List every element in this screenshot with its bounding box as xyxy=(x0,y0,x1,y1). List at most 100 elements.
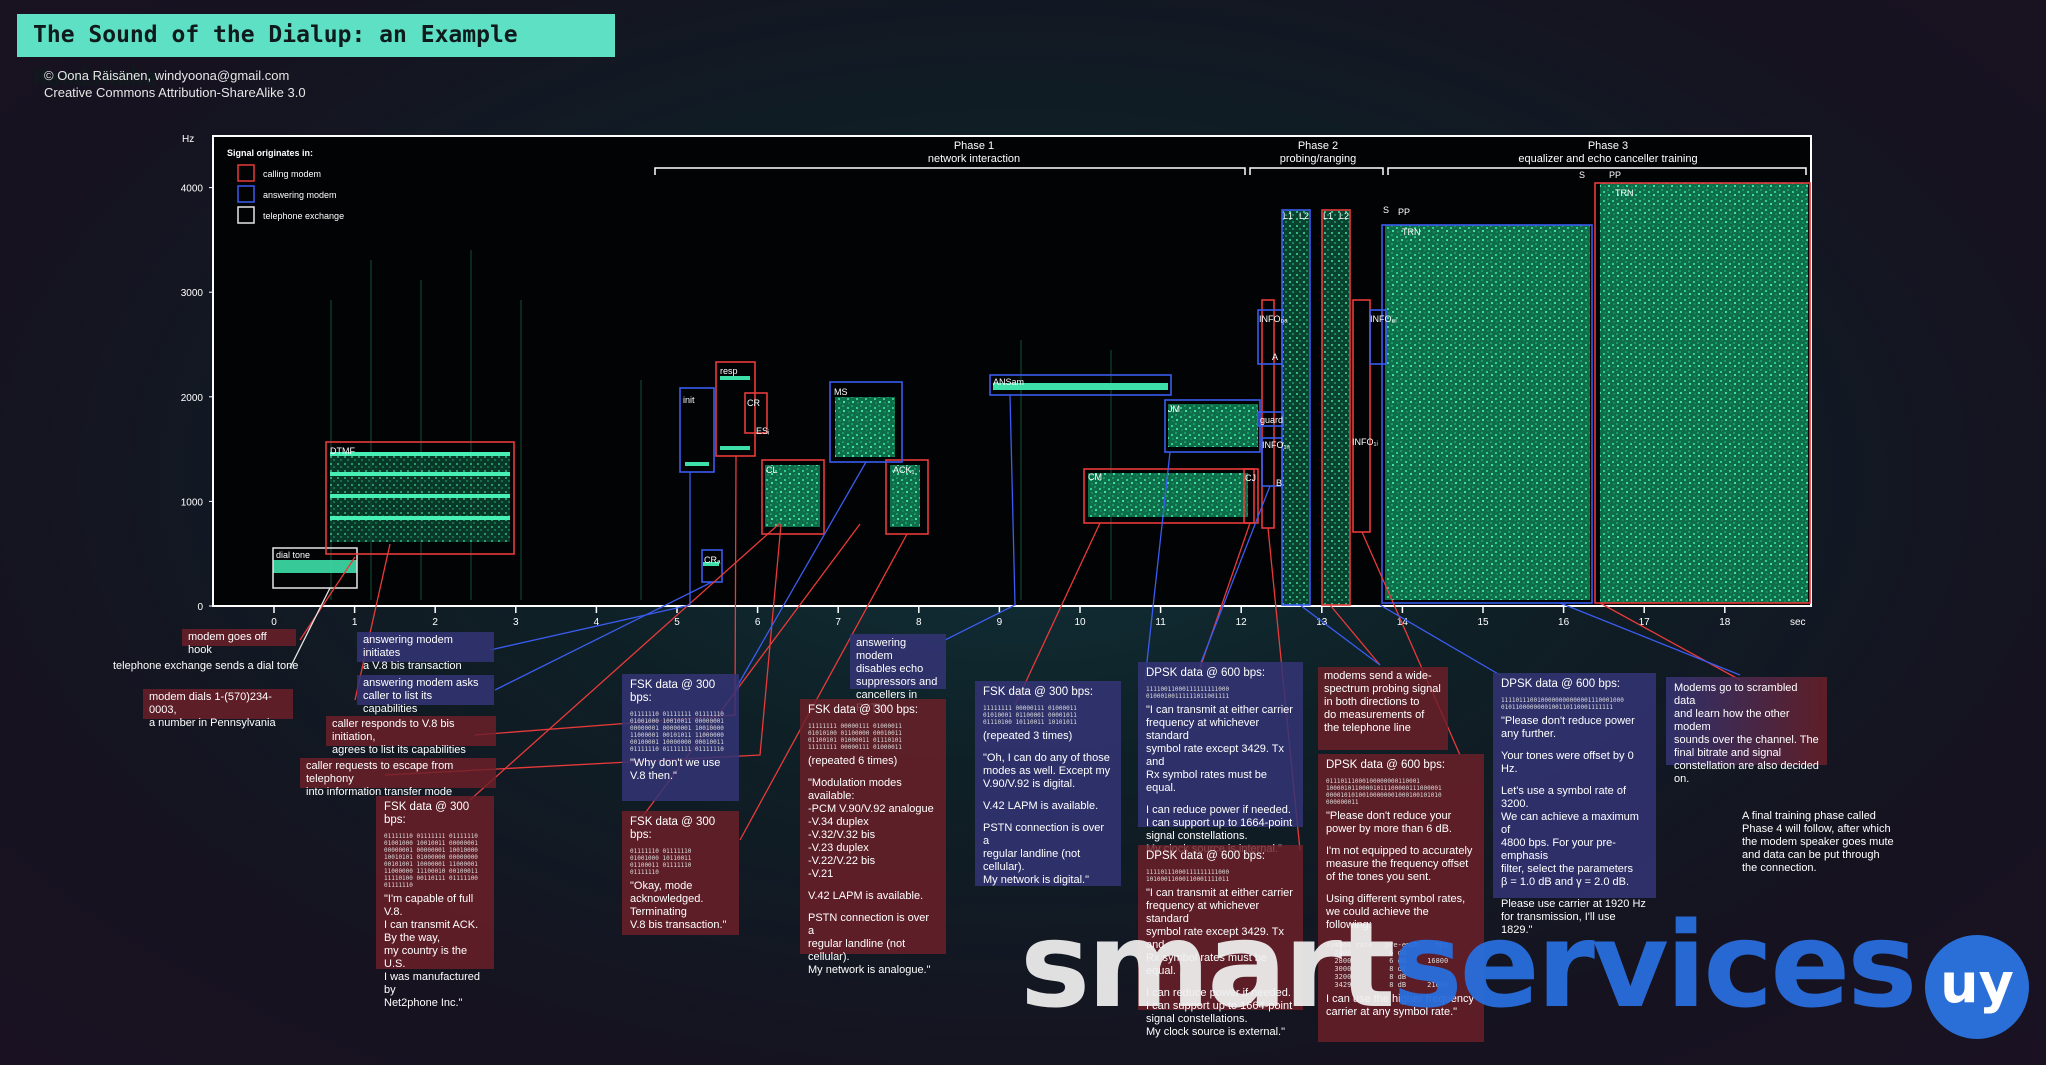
fsk2-bits: 01111110 01111111 01111110 01001000 1001… xyxy=(630,711,724,753)
watermark-badge: uy xyxy=(1925,935,2029,1039)
legend-calling: calling modem xyxy=(263,169,321,179)
phase2-desc: probing/ranging xyxy=(1280,153,1356,165)
x-tick-label: 9 xyxy=(997,617,1003,628)
phase3-desc: equalizer and echo canceller training xyxy=(1518,153,1697,165)
x-tick-label: 2 xyxy=(432,617,438,628)
note-fsk2: FSK data @ 300 bps: 01111110 01111111 01… xyxy=(622,674,739,801)
credit-author: © Oona Räisänen, windyoona@gmail.com xyxy=(44,68,290,83)
x-tick-label: 18 xyxy=(1719,617,1731,628)
dpsk3-tail: I can use the higher frequency carrier a… xyxy=(1326,993,1474,1018)
label-jm: JM xyxy=(1168,404,1180,414)
signal-labels: dial tone DTMF init resp CR CRₐ ESᵢ CL M… xyxy=(276,170,1634,565)
note-dpsk4: DPSK data @ 600 bps: 1111011100100000000… xyxy=(1493,673,1656,936)
fsk1-quote: "I'm capable of full V.8. I can transmit… xyxy=(384,893,480,1009)
x-tick-label: 11 xyxy=(1155,617,1166,628)
ms-signal xyxy=(835,397,895,457)
x-tick-label: 16 xyxy=(1558,617,1570,628)
y-unit: Hz xyxy=(182,134,194,145)
label-cra: CRₐ xyxy=(704,555,721,565)
label-l1a: L1 xyxy=(1283,211,1293,221)
note-dpsk3: DPSK data @ 600 bps: 0111011100010000000… xyxy=(1318,754,1484,1042)
y-tick-label: 4000 xyxy=(181,184,204,195)
note-asks: answering modem asks caller to list its … xyxy=(357,675,494,715)
x-tick-label: 4 xyxy=(594,617,600,628)
fsk1-title: FSK data @ 300 bps: xyxy=(384,801,470,826)
legend-answering: answering modem xyxy=(263,190,337,200)
dpsk1-bits: 11110011000111111111000 0100010011111101… xyxy=(1146,686,1230,700)
x-unit: sec xyxy=(1790,617,1806,628)
watermark: smartservices xyxy=(1020,905,1917,1025)
blue-connectors xyxy=(489,394,1741,691)
fsk5-body: "Oh, I can do any of those modes as well… xyxy=(983,752,1111,790)
legend-exchange: telephone exchange xyxy=(263,211,344,221)
dpsk4-tail: Please use carrier at 1920 Hz for transm… xyxy=(1501,898,1646,936)
fsk4-body: "Modulation modes available: -PCM V.90/V… xyxy=(808,777,934,880)
label-l2b: L2 xyxy=(1339,211,1349,221)
fsk4-title: FSK data @ 300 bps: xyxy=(808,704,919,716)
fsk3-bits: 01111110 01111110 01001000 10110011 0110… xyxy=(630,848,692,876)
credit-license: Creative Commons Attribution-ShareAlike … xyxy=(44,85,306,100)
dpsk3-quote: "Please don't reduce your power by more … xyxy=(1326,810,1452,835)
label-l2a: L2 xyxy=(1299,211,1309,221)
note-responds: caller responds to V.8 bis initiation, a… xyxy=(326,716,496,756)
page-title: The Sound of the Dialup: an Example Hand… xyxy=(17,14,615,91)
fsk4-repeat: (repeated 6 times) xyxy=(808,755,898,767)
note-probing: modems send a wide- spectrum probing sig… xyxy=(1318,667,1448,750)
y-tick-label: 1000 xyxy=(181,497,204,508)
probing-signal xyxy=(1282,210,1350,605)
phase3-name: Phase 3 xyxy=(1588,140,1628,152)
init-signal xyxy=(685,462,709,466)
label-resp: resp xyxy=(720,366,738,376)
fsk4-pstn: PSTN connection is over a regular landli… xyxy=(808,912,931,976)
dpsk3-title: DPSK data @ 600 bps: xyxy=(1326,759,1446,771)
note-escape: caller requests to escape from telephony… xyxy=(300,758,496,798)
fsk4-bits: 11111111 00000111 01000011 01010100 0110… xyxy=(808,723,902,751)
label-pp2: PP xyxy=(1609,170,1621,180)
watermark-smart: smart xyxy=(1020,896,1395,1034)
label-dial-tone: dial tone xyxy=(276,550,310,560)
x-tick-label: 15 xyxy=(1477,617,1489,628)
label-pp1: PP xyxy=(1398,207,1410,217)
dpsk3-table: symbol rate pre-emph. bps 2400 6 dB 2800… xyxy=(1326,941,1449,989)
label-b: B xyxy=(1276,478,1282,488)
label-cr: CR xyxy=(747,398,760,408)
phase1-desc: network interaction xyxy=(928,153,1020,165)
label-guard: guard xyxy=(1260,415,1283,425)
note-final: A final training phase called Phase 4 wi… xyxy=(1742,810,1894,874)
watermark-services: services xyxy=(1392,896,1917,1034)
phase2-name: Phase 2 xyxy=(1298,140,1338,152)
trn-calling-signal xyxy=(1600,183,1808,603)
label-es: ESᵢ xyxy=(756,426,769,436)
dpsk4-title: DPSK data @ 600 bps: xyxy=(1501,678,1621,690)
x-tick-label: 6 xyxy=(755,617,761,628)
x-tick-label: 12 xyxy=(1236,617,1248,628)
phase1-name: Phase 1 xyxy=(954,140,994,152)
fsk5-bits: 11111111 00000111 01000011 01010001 0110… xyxy=(983,705,1077,726)
label-ansam: ANSam xyxy=(993,377,1024,387)
dpsk2-title: DPSK data @ 600 bps: xyxy=(1146,850,1266,862)
note-dials: modem dials 1-(570)234-0003, a number in… xyxy=(143,689,293,729)
x-tick-label: 17 xyxy=(1639,617,1651,628)
note-dpsk2: DPSK data @ 600 bps: 1111011100011111111… xyxy=(1138,845,1303,1038)
y-tick-label: 2000 xyxy=(181,393,204,404)
x-tick-label: 7 xyxy=(835,617,841,628)
note-off-hook-text: modem goes off hook xyxy=(188,631,267,656)
dpsk4-bits: 1111011100100000000000001110001000 01011… xyxy=(1501,697,1624,711)
dtmf-signal xyxy=(330,452,510,542)
fsk5-repeat: (repeated 3 times) xyxy=(983,730,1073,742)
x-tick-label: 0 xyxy=(271,617,277,628)
label-cj: CJ xyxy=(1245,473,1256,483)
fsk5-title: FSK data @ 300 bps: xyxy=(983,686,1094,698)
fsk5-pstn: PSTN connection is over a regular landli… xyxy=(983,822,1105,886)
x-tick-label: 8 xyxy=(916,617,922,628)
label-s2: S xyxy=(1579,170,1585,180)
dpsk4-quote: "Please don't reduce power any further. xyxy=(1501,715,1635,740)
y-tick-label: 0 xyxy=(197,602,203,613)
note-scrambled: Modems go to scrambled data and learn ho… xyxy=(1666,677,1827,785)
dpsk3-body2: Using different symbol rates, we could a… xyxy=(1326,893,1466,931)
label-ack: ACK₁ xyxy=(893,465,915,475)
fsk4-lapm: V.42 LAPM is available. xyxy=(808,890,924,902)
label-dtmf: DTMF xyxy=(330,446,355,456)
